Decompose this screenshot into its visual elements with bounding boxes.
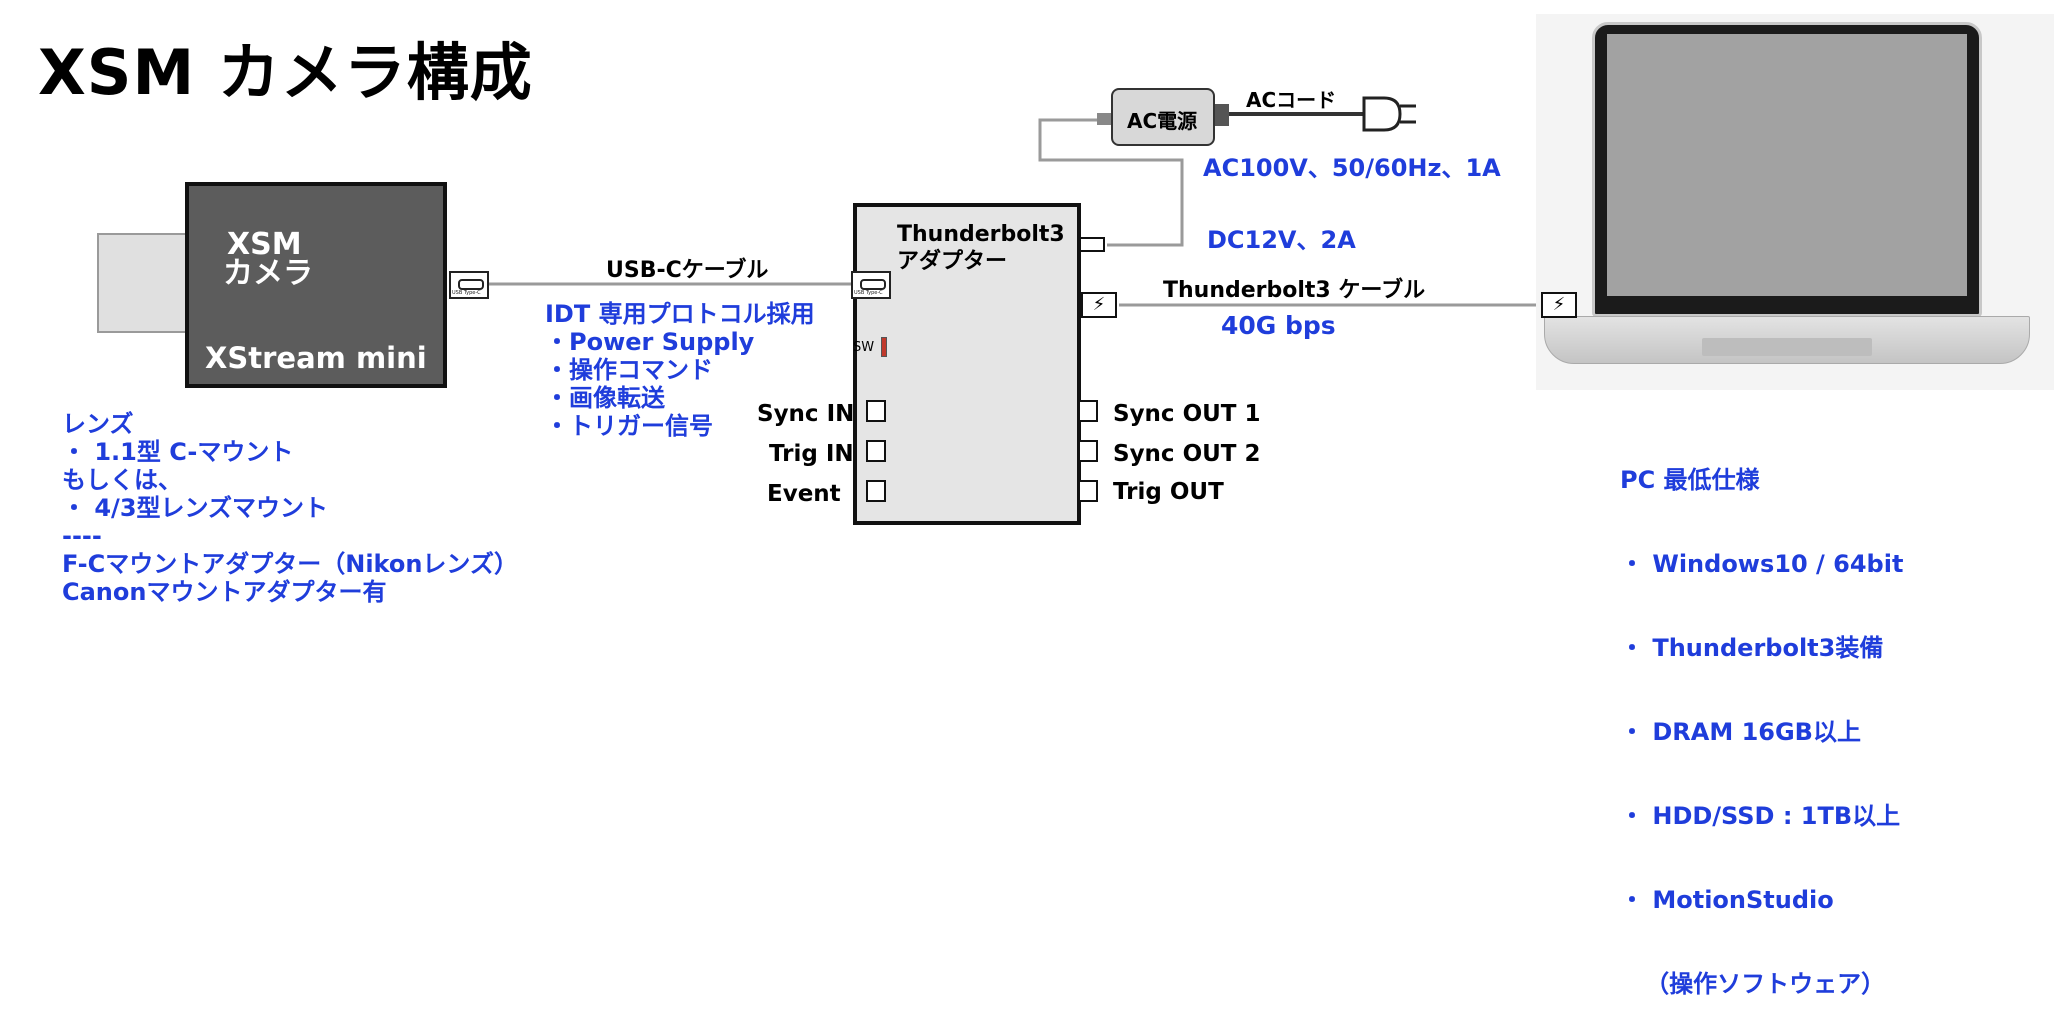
page-title: XSM カメラ構成 <box>38 36 533 109</box>
pc-spec-line: PC 最低仕様 <box>1620 466 1760 494</box>
laptop-touchpad <box>1702 338 1872 356</box>
port-label-event: Event <box>767 481 841 507</box>
pc-spec-line: ・ DRAM 16GB以上 <box>1620 718 1861 746</box>
thunderbolt3-adapter: Thunderbolt3 アダプター <box>853 203 1081 525</box>
adapter-thunderbolt-port: ⚡ <box>1081 292 1117 318</box>
protocol-item: ・トリガー信号 <box>545 412 713 440</box>
protocol-item: ・操作コマンド <box>545 356 713 384</box>
protocol-item: ・Power Supply <box>545 328 755 356</box>
lens-spec-line: F-Cマウントアダプター（Nikonレンズ） <box>62 550 518 578</box>
lens-spec-line: ・ 4/3型レンズマウント <box>62 494 329 522</box>
power-plug-icon <box>1362 96 1416 132</box>
connection-lines <box>487 112 1541 307</box>
pc-spec-line: ・ Thunderbolt3装備 <box>1620 634 1884 662</box>
lens-spec-line: レンズ <box>62 410 134 438</box>
sync-out-1-port <box>1078 400 1098 422</box>
protocol-heading: IDT 専用プロトコル採用 <box>545 300 815 328</box>
lens-mount-box <box>97 233 197 333</box>
lens-spec-line: ---- <box>62 522 102 550</box>
sw-label: SW <box>853 340 875 355</box>
sync-out-2-port <box>1078 440 1098 462</box>
port-label-trig-out: Trig OUT <box>1113 479 1224 505</box>
protocol-info: IDT 専用プロトコル採用 ・Power Supply ・操作コマンド ・画像転… <box>545 300 815 440</box>
adapter-name-line2: アダプター <box>897 249 1008 274</box>
camera-name-line1: XSM <box>227 227 302 262</box>
lens-spec-line: もしくは、 <box>62 466 182 494</box>
pc-spec-line: ・ HDD/SSD : 1TB以上 <box>1620 802 1901 830</box>
protocol-item: ・画像転送 <box>545 384 665 412</box>
port-label-sync-out-1: Sync OUT 1 <box>1113 401 1261 427</box>
ac-unit-label: AC電源 <box>1127 109 1198 133</box>
lens-spec-line: ・ 1.1型 C-マウント <box>62 438 294 466</box>
lightning-icon: ⚡ <box>1092 294 1106 315</box>
thunderbolt-cable-label: Thunderbolt3 ケーブル <box>1163 278 1426 303</box>
lens-spec-line: Canonマウントアダプター有 <box>62 578 387 606</box>
dc-cable <box>1038 118 1184 247</box>
ac-unit-dc-connector <box>1097 113 1113 125</box>
ac-cord-label: ACコード <box>1246 88 1337 112</box>
trig-out-port <box>1078 480 1098 502</box>
ac-power-unit: AC電源 <box>1111 88 1215 146</box>
adapter-port-label: USB Type-C <box>854 290 883 296</box>
camera-name-line2: カメラ <box>223 256 313 291</box>
xsm-camera-body: XSM カメラ XStream mini <box>185 182 447 388</box>
thunderbolt-speed: 40G bps <box>1221 311 1336 340</box>
pc-spec-line: ・ MotionStudio <box>1620 886 1834 914</box>
adapter-usb-c-port: USB Type-C <box>851 271 891 299</box>
trig-in-port <box>866 440 886 462</box>
lens-spec: レンズ ・ 1.1型 C-マウント もしくは、 ・ 4/3型レンズマウント --… <box>62 410 518 606</box>
port-label-sync-in: Sync IN <box>757 401 855 427</box>
event-port <box>866 480 886 502</box>
ac-unit-cord-connector <box>1215 104 1229 126</box>
pc-thunderbolt-port: ⚡ <box>1541 292 1577 318</box>
sync-in-port <box>866 400 886 422</box>
dc-input-port <box>1079 237 1105 252</box>
adapter-name-line1: Thunderbolt3 <box>897 222 1065 247</box>
dc-spec: DC12V、2A <box>1207 226 1356 254</box>
sw-switch <box>881 337 887 357</box>
port-label-trig-in: Trig IN <box>769 441 854 467</box>
pc-spec: PC 最低仕様 ・ Windows10 / 64bit ・ Thunderbol… <box>1620 410 1903 1026</box>
pc-spec-line: ・ Windows10 / 64bit <box>1620 550 1904 578</box>
camera-usb-c-port: USB Type-C <box>449 271 489 299</box>
camera-model: XStream mini <box>205 341 427 375</box>
port-label-sync-out-2: Sync OUT 2 <box>1113 441 1261 467</box>
ac-spec: AC100V、50/60Hz、1A <box>1203 154 1501 182</box>
laptop-screen <box>1607 34 1967 296</box>
pc-spec-line: （操作ソフトウェア） <box>1620 970 1886 998</box>
usb-cable-label: USB-Cケーブル <box>606 258 769 283</box>
lightning-icon: ⚡ <box>1552 294 1566 315</box>
camera-port-label: USB Type-C <box>452 290 481 296</box>
